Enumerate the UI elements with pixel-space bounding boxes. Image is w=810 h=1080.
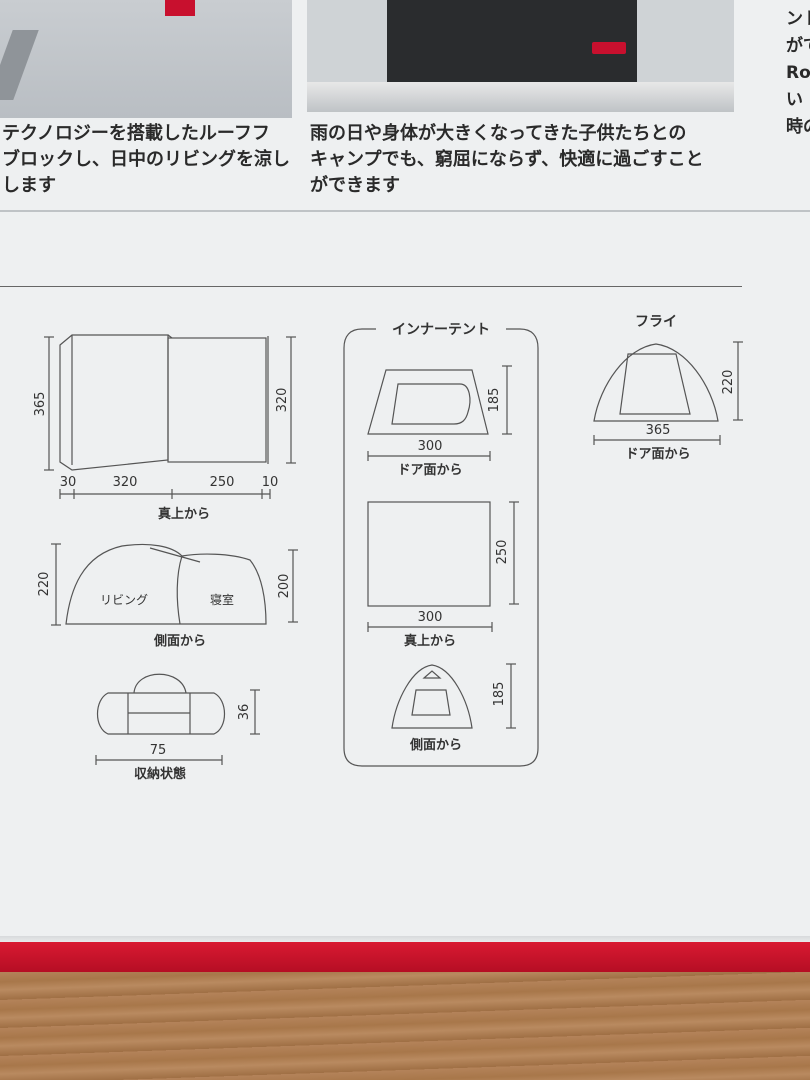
tent-d3-label: 250 xyxy=(210,475,235,490)
fly-width: 365 xyxy=(646,423,671,438)
fly-title: フライ xyxy=(635,314,677,330)
caption-middle: 雨の日や身体が大きくなってきた子供たちとの キャンプでも、窮屈にならず、快適に過… xyxy=(310,123,704,196)
inner-side-caption: 側面から xyxy=(409,737,462,753)
tent-side-view-caption: 側面から xyxy=(153,633,206,649)
fly-door-view xyxy=(593,341,743,445)
fly-caption: ドア面から xyxy=(625,447,690,462)
tent-d1-label: 30 xyxy=(60,475,77,490)
tent-inner-depth-label: 320 xyxy=(275,388,290,413)
storage-width-label: 75 xyxy=(150,743,167,758)
tent-interior-photo-middle xyxy=(307,0,734,112)
storage-height-label: 36 xyxy=(237,704,252,721)
divider-section xyxy=(0,286,742,287)
tent-height-label: 220 xyxy=(37,572,52,597)
box-shadow-edge xyxy=(0,936,810,944)
inner-side-view xyxy=(391,663,516,729)
divider-top xyxy=(0,210,810,212)
inner-top-width: 300 xyxy=(418,610,443,625)
coleman-tag xyxy=(592,42,626,54)
tent-depth-label: 365 xyxy=(33,392,48,417)
red-strap xyxy=(165,0,195,16)
inner-tent-title: インナーテント xyxy=(392,322,490,338)
dimension-diagrams: 365 320 30 320 250 10 真上から 220 200 リビング … xyxy=(33,314,743,782)
living-label: リビング xyxy=(100,593,148,607)
inner-side-height: 185 xyxy=(492,682,507,707)
tent-interior-photo-left xyxy=(0,0,292,118)
tent-side-view xyxy=(51,543,298,626)
storage-caption: 収納状態 xyxy=(134,766,186,782)
inner-top-view xyxy=(367,501,519,632)
inner-door-caption: ドア面から xyxy=(397,463,462,478)
inner-door-width: 300 xyxy=(418,439,443,454)
inner-top-depth: 250 xyxy=(495,540,510,565)
inner-top-caption: 真上から xyxy=(404,633,456,649)
tent-top-view xyxy=(44,334,296,499)
caption-left: テクノロジーを搭載したルーフフ ブロックし、日中のリビングを涼し します xyxy=(2,123,290,196)
photo-right-edge xyxy=(748,0,788,118)
tent-height2-label: 200 xyxy=(277,574,292,599)
tent-floor-edge xyxy=(307,82,734,112)
storage-bag xyxy=(95,673,260,765)
tent-d2-label: 320 xyxy=(113,475,138,490)
inner-tent-frame xyxy=(343,328,539,767)
tent-top-view-caption: 真上から xyxy=(158,506,210,522)
wood-table xyxy=(0,972,810,1080)
inner-door-height: 185 xyxy=(487,388,502,413)
bedroom-label: 寝室 xyxy=(210,592,234,607)
caption-right: ント がで Ro い 時の xyxy=(786,9,810,137)
tent-d4-label: 10 xyxy=(262,475,279,490)
fly-height: 220 xyxy=(721,370,736,395)
tent-doorway xyxy=(387,0,637,82)
inner-door-view xyxy=(367,365,512,461)
red-band xyxy=(0,942,810,972)
